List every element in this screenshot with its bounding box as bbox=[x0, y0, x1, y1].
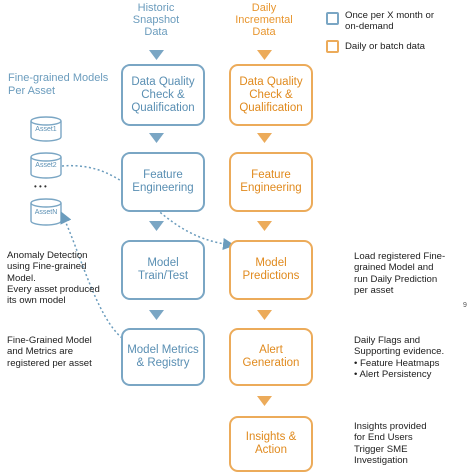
chevron-down-icon bbox=[149, 50, 164, 60]
asset-label: Asset2 bbox=[35, 162, 57, 169]
orange-step-alert-generation: Alert Generation bbox=[229, 328, 313, 386]
legend-blue-swatch bbox=[326, 12, 339, 25]
legend-orange-label: Daily or batch data bbox=[345, 41, 425, 52]
blue-step-model-train-test: Model Train/Test bbox=[121, 240, 205, 300]
daily-data-heading: Daily Incremental Data bbox=[235, 2, 293, 38]
asset-cylinder bbox=[30, 116, 62, 142]
orange-step-model-predictions: Model Predictions bbox=[229, 240, 313, 300]
note-anomaly-detection: Anomaly Detection using Fine-grained Mod… bbox=[7, 250, 100, 307]
asset-label: Asset1 bbox=[35, 126, 57, 133]
legend-blue-label: Once per X month or on-demand bbox=[345, 10, 435, 33]
page-number: 9 bbox=[463, 302, 467, 309]
chevron-down-icon bbox=[149, 221, 164, 231]
historic-data-heading: Historic Snapshot Data bbox=[132, 2, 180, 38]
models-heading: Fine-grained Models Per Asset bbox=[8, 72, 109, 97]
orange-step-data-quality: Data Quality Check & Qualification bbox=[229, 64, 313, 126]
orange-step-insights-action: Insights & Action bbox=[229, 416, 313, 472]
chevron-down-icon bbox=[149, 310, 164, 320]
note-daily-flags: Daily Flags and Supporting evidence. • F… bbox=[354, 335, 445, 380]
asset-label: AssetN bbox=[34, 209, 58, 216]
chevron-down-icon bbox=[257, 50, 272, 60]
blue-step-model-metrics: Model Metrics & Registry bbox=[121, 328, 205, 386]
blue-step-feature-engineering: Feature Engineering bbox=[121, 152, 205, 212]
ellipsis: • • • bbox=[34, 182, 47, 191]
chevron-down-icon bbox=[257, 396, 272, 406]
chevron-down-icon bbox=[257, 310, 272, 320]
chevron-down-icon bbox=[257, 221, 272, 231]
note-insights: Insights provided for End Users Trigger … bbox=[354, 421, 427, 466]
orange-step-feature-engineering: Feature Engineering bbox=[229, 152, 313, 212]
asset-cylinder bbox=[30, 152, 62, 179]
chevron-down-icon bbox=[149, 133, 164, 143]
chevron-down-icon bbox=[257, 133, 272, 143]
note-registered-per-asset: Fine-Grained Model and Metrics are regis… bbox=[7, 335, 92, 369]
note-load-registered-model: Load registered Fine- grained Model and … bbox=[354, 251, 446, 296]
blue-step-data-quality: Data Quality Check & Qualification bbox=[121, 64, 205, 126]
legend-orange-swatch bbox=[326, 40, 339, 53]
